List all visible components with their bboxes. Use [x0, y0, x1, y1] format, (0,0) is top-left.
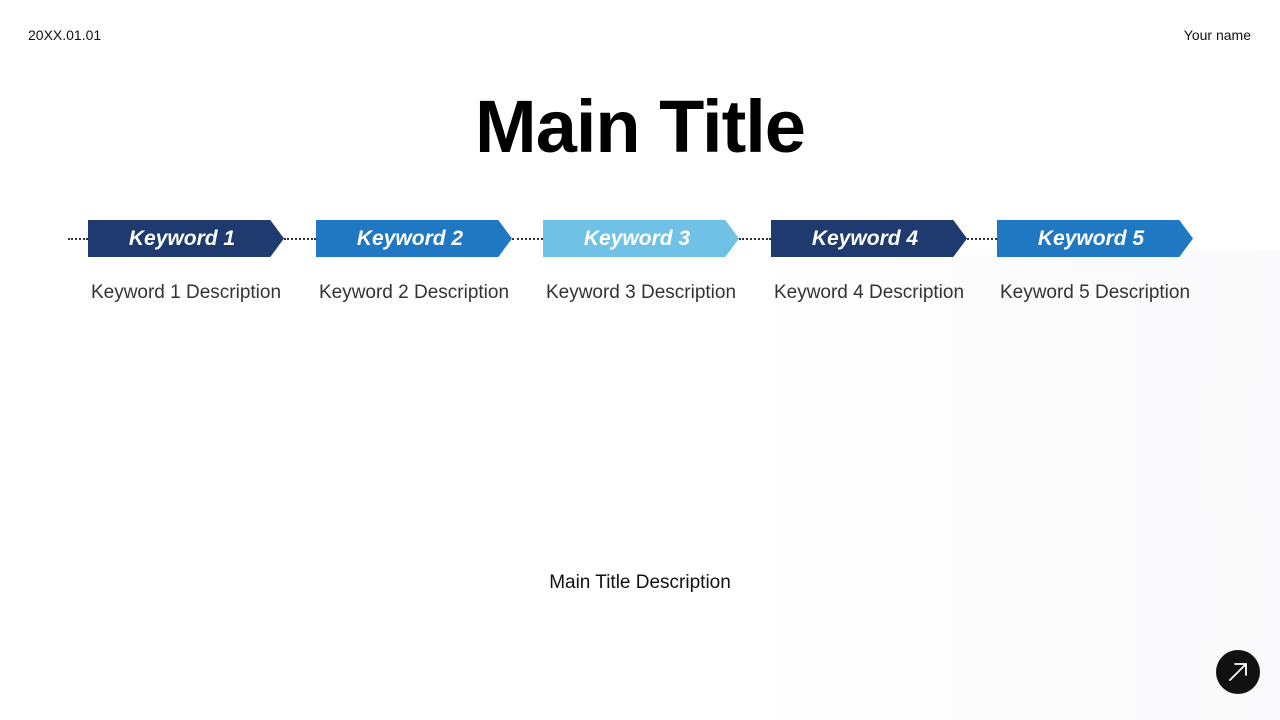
timeline-connector: [512, 238, 543, 240]
keyword-5-chevron: Keyword 5: [997, 220, 1193, 257]
next-slide-button[interactable]: [1216, 650, 1260, 694]
keyword-2-label: Keyword 2: [356, 226, 464, 250]
timeline-connector: [68, 238, 88, 240]
keyword-3-chevron: Keyword 3: [543, 220, 739, 257]
timeline-connector: [284, 238, 316, 240]
keyword-4-label: Keyword 4: [811, 226, 919, 250]
background-gradient: [740, 250, 1280, 720]
timeline-connector: [739, 238, 771, 240]
keyword-2-chevron: Keyword 2: [316, 220, 512, 257]
arrow-up-right-icon: [1229, 663, 1247, 681]
keyword-4-description: Keyword 4 Description: [773, 282, 965, 303]
keyword-1-description: Keyword 1 Description: [90, 282, 282, 303]
keyword-5-label: Keyword 5: [1037, 226, 1145, 250]
keyword-5-description: Keyword 5 Description: [999, 282, 1191, 303]
page-title: Main Title: [475, 85, 806, 168]
keyword-1-chevron: Keyword 1: [88, 220, 284, 257]
keyword-4-chevron: Keyword 4: [771, 220, 967, 257]
keyword-3-description: Keyword 3 Description: [545, 282, 737, 303]
keyword-2-description: Keyword 2 Description: [318, 282, 510, 303]
author-label: Your name: [1183, 27, 1251, 43]
keyword-1-label: Keyword 1: [128, 226, 236, 250]
timeline-connector: [967, 238, 997, 240]
title-description: Main Title Description: [549, 572, 731, 593]
keyword-timeline: Keyword 1 Keyword 2 Keyword 3 Keyword 4 …: [0, 219, 1280, 259]
date-label: 20XX.01.01: [28, 27, 102, 43]
keyword-3-label: Keyword 3: [583, 226, 691, 250]
